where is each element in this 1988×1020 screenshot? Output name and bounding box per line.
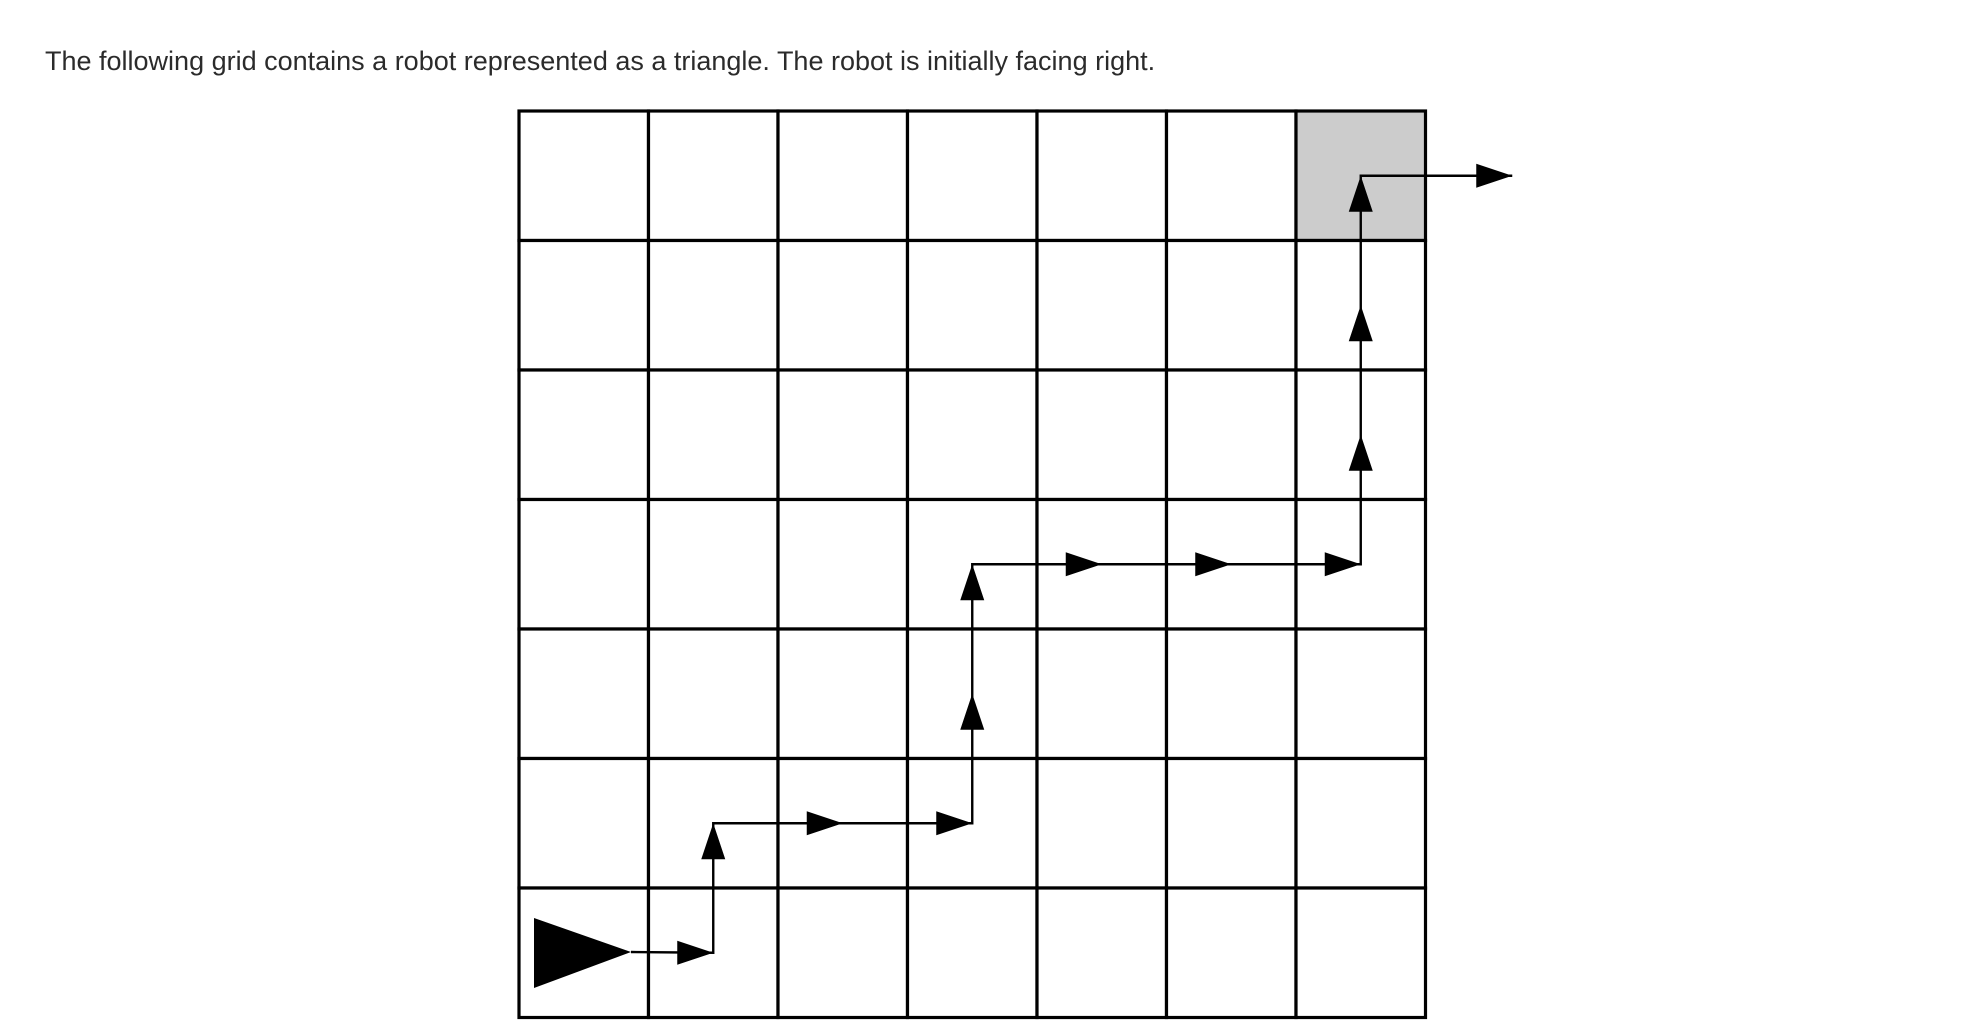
- grid-cell: [1164, 627, 1298, 761]
- path-arrowhead-13: [1476, 163, 1513, 188]
- path-arrowhead-12: [1348, 175, 1373, 212]
- grid-cell: [905, 109, 1039, 243]
- grid-cell: [517, 109, 651, 243]
- grid-cell: [1035, 368, 1169, 502]
- grid-cell: [517, 368, 651, 502]
- grid-cell: [1164, 886, 1298, 1020]
- grid-cell: [1035, 627, 1169, 761]
- path-arrowhead-9: [1324, 552, 1361, 577]
- grid-cell: [646, 497, 780, 631]
- path-arrowhead-5: [960, 693, 985, 730]
- grid-cell: [776, 109, 910, 243]
- path-arrowhead-10: [1348, 434, 1373, 471]
- grid-cell: [776, 238, 910, 372]
- grid-cell: [646, 627, 780, 761]
- grid-cell: [646, 238, 780, 372]
- grid-cell: [905, 886, 1039, 1020]
- grid-cell: [1294, 886, 1428, 1020]
- grid-cell: [517, 238, 651, 372]
- grid-cell: [776, 627, 910, 761]
- grid-cell: [517, 497, 651, 631]
- grid-cell: [1035, 886, 1169, 1020]
- grid-cell: [1164, 109, 1298, 243]
- grid-cell: [905, 238, 1039, 372]
- path-arrowhead-3: [806, 811, 843, 836]
- path-arrowhead-1: [677, 940, 714, 965]
- grid-cell: [517, 627, 651, 761]
- grid-cell: [646, 109, 780, 243]
- path-arrowhead-8: [1195, 552, 1232, 577]
- instruction-text: The following grid contains a robot repr…: [45, 46, 1156, 76]
- grid-cell: [1294, 756, 1428, 890]
- path-arrowhead-11: [1348, 305, 1373, 342]
- robot-layer: [534, 918, 631, 988]
- grid-cell: [776, 886, 910, 1020]
- grid-cell: [1294, 627, 1428, 761]
- grid-cell: [1035, 109, 1169, 243]
- grid-cell: [517, 756, 651, 890]
- grid-cell: [1035, 756, 1169, 890]
- grid-cell: [1164, 238, 1298, 372]
- grid-cell: [776, 497, 910, 631]
- grid-cell: [1035, 238, 1169, 372]
- grid-cell: [1164, 756, 1298, 890]
- path-arrowhead-4: [936, 811, 973, 836]
- path-arrowhead-7: [1065, 552, 1102, 577]
- path-arrowhead-2: [701, 823, 726, 860]
- grid-cell: [905, 368, 1039, 502]
- grid-cell: [646, 368, 780, 502]
- grid-cell: [776, 368, 910, 502]
- grid-cells: [517, 109, 1428, 1020]
- grid-cell: [1164, 368, 1298, 502]
- path-arrows: [677, 163, 1513, 965]
- path-arrowhead-6: [960, 564, 985, 601]
- robot-triangle: [534, 918, 631, 988]
